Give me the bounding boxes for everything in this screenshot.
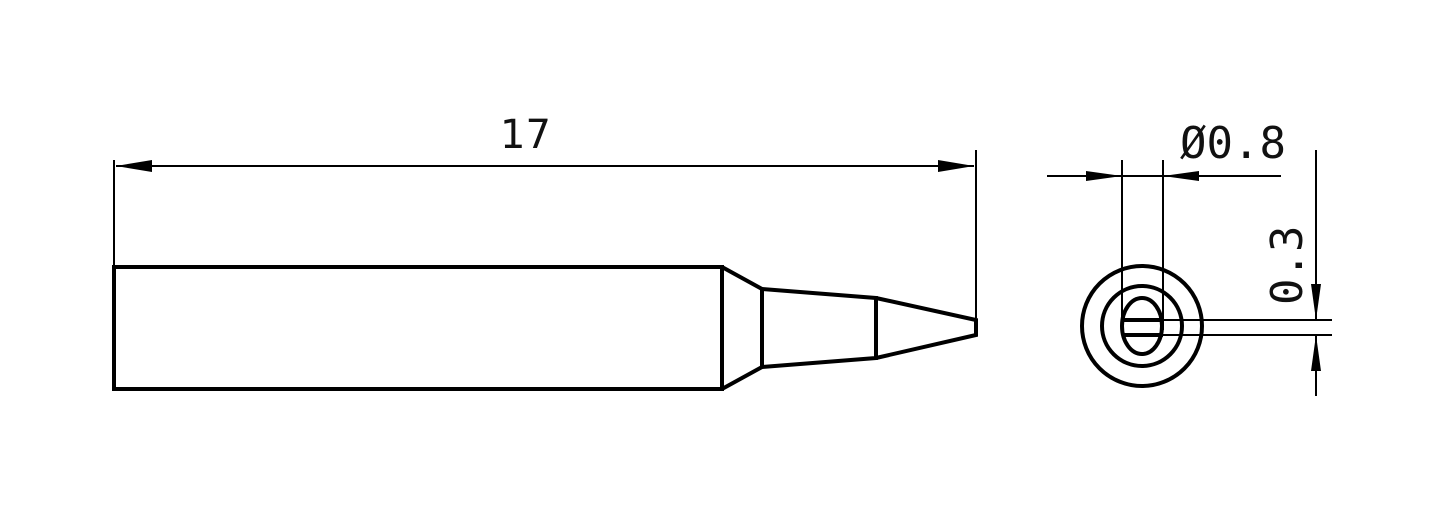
outer-circle [1080,264,1204,388]
middle-circle [1100,284,1184,368]
end-view: Ø0.8 0.3 [1047,118,1332,396]
thickness-dimension-label: 0.3 [1262,226,1313,305]
diameter-arrow-right [1163,171,1199,181]
tip-point [875,296,978,360]
diameter-dimension-label: Ø0.8 [1180,118,1286,169]
arrowhead-right [938,160,974,172]
diameter-arrow-left [1086,171,1122,181]
length-dimension-label: 17 [500,112,551,158]
side-view: 17 [112,112,978,391]
cone-transition [721,265,764,391]
thickness-arrow-bottom [1311,335,1321,371]
inner-ellipse [1120,296,1164,356]
shank-body [112,265,724,391]
tip-outline [112,265,978,391]
arrowhead-left [116,160,152,172]
taper-section [761,287,878,369]
thickness-arrow-top [1311,284,1321,320]
